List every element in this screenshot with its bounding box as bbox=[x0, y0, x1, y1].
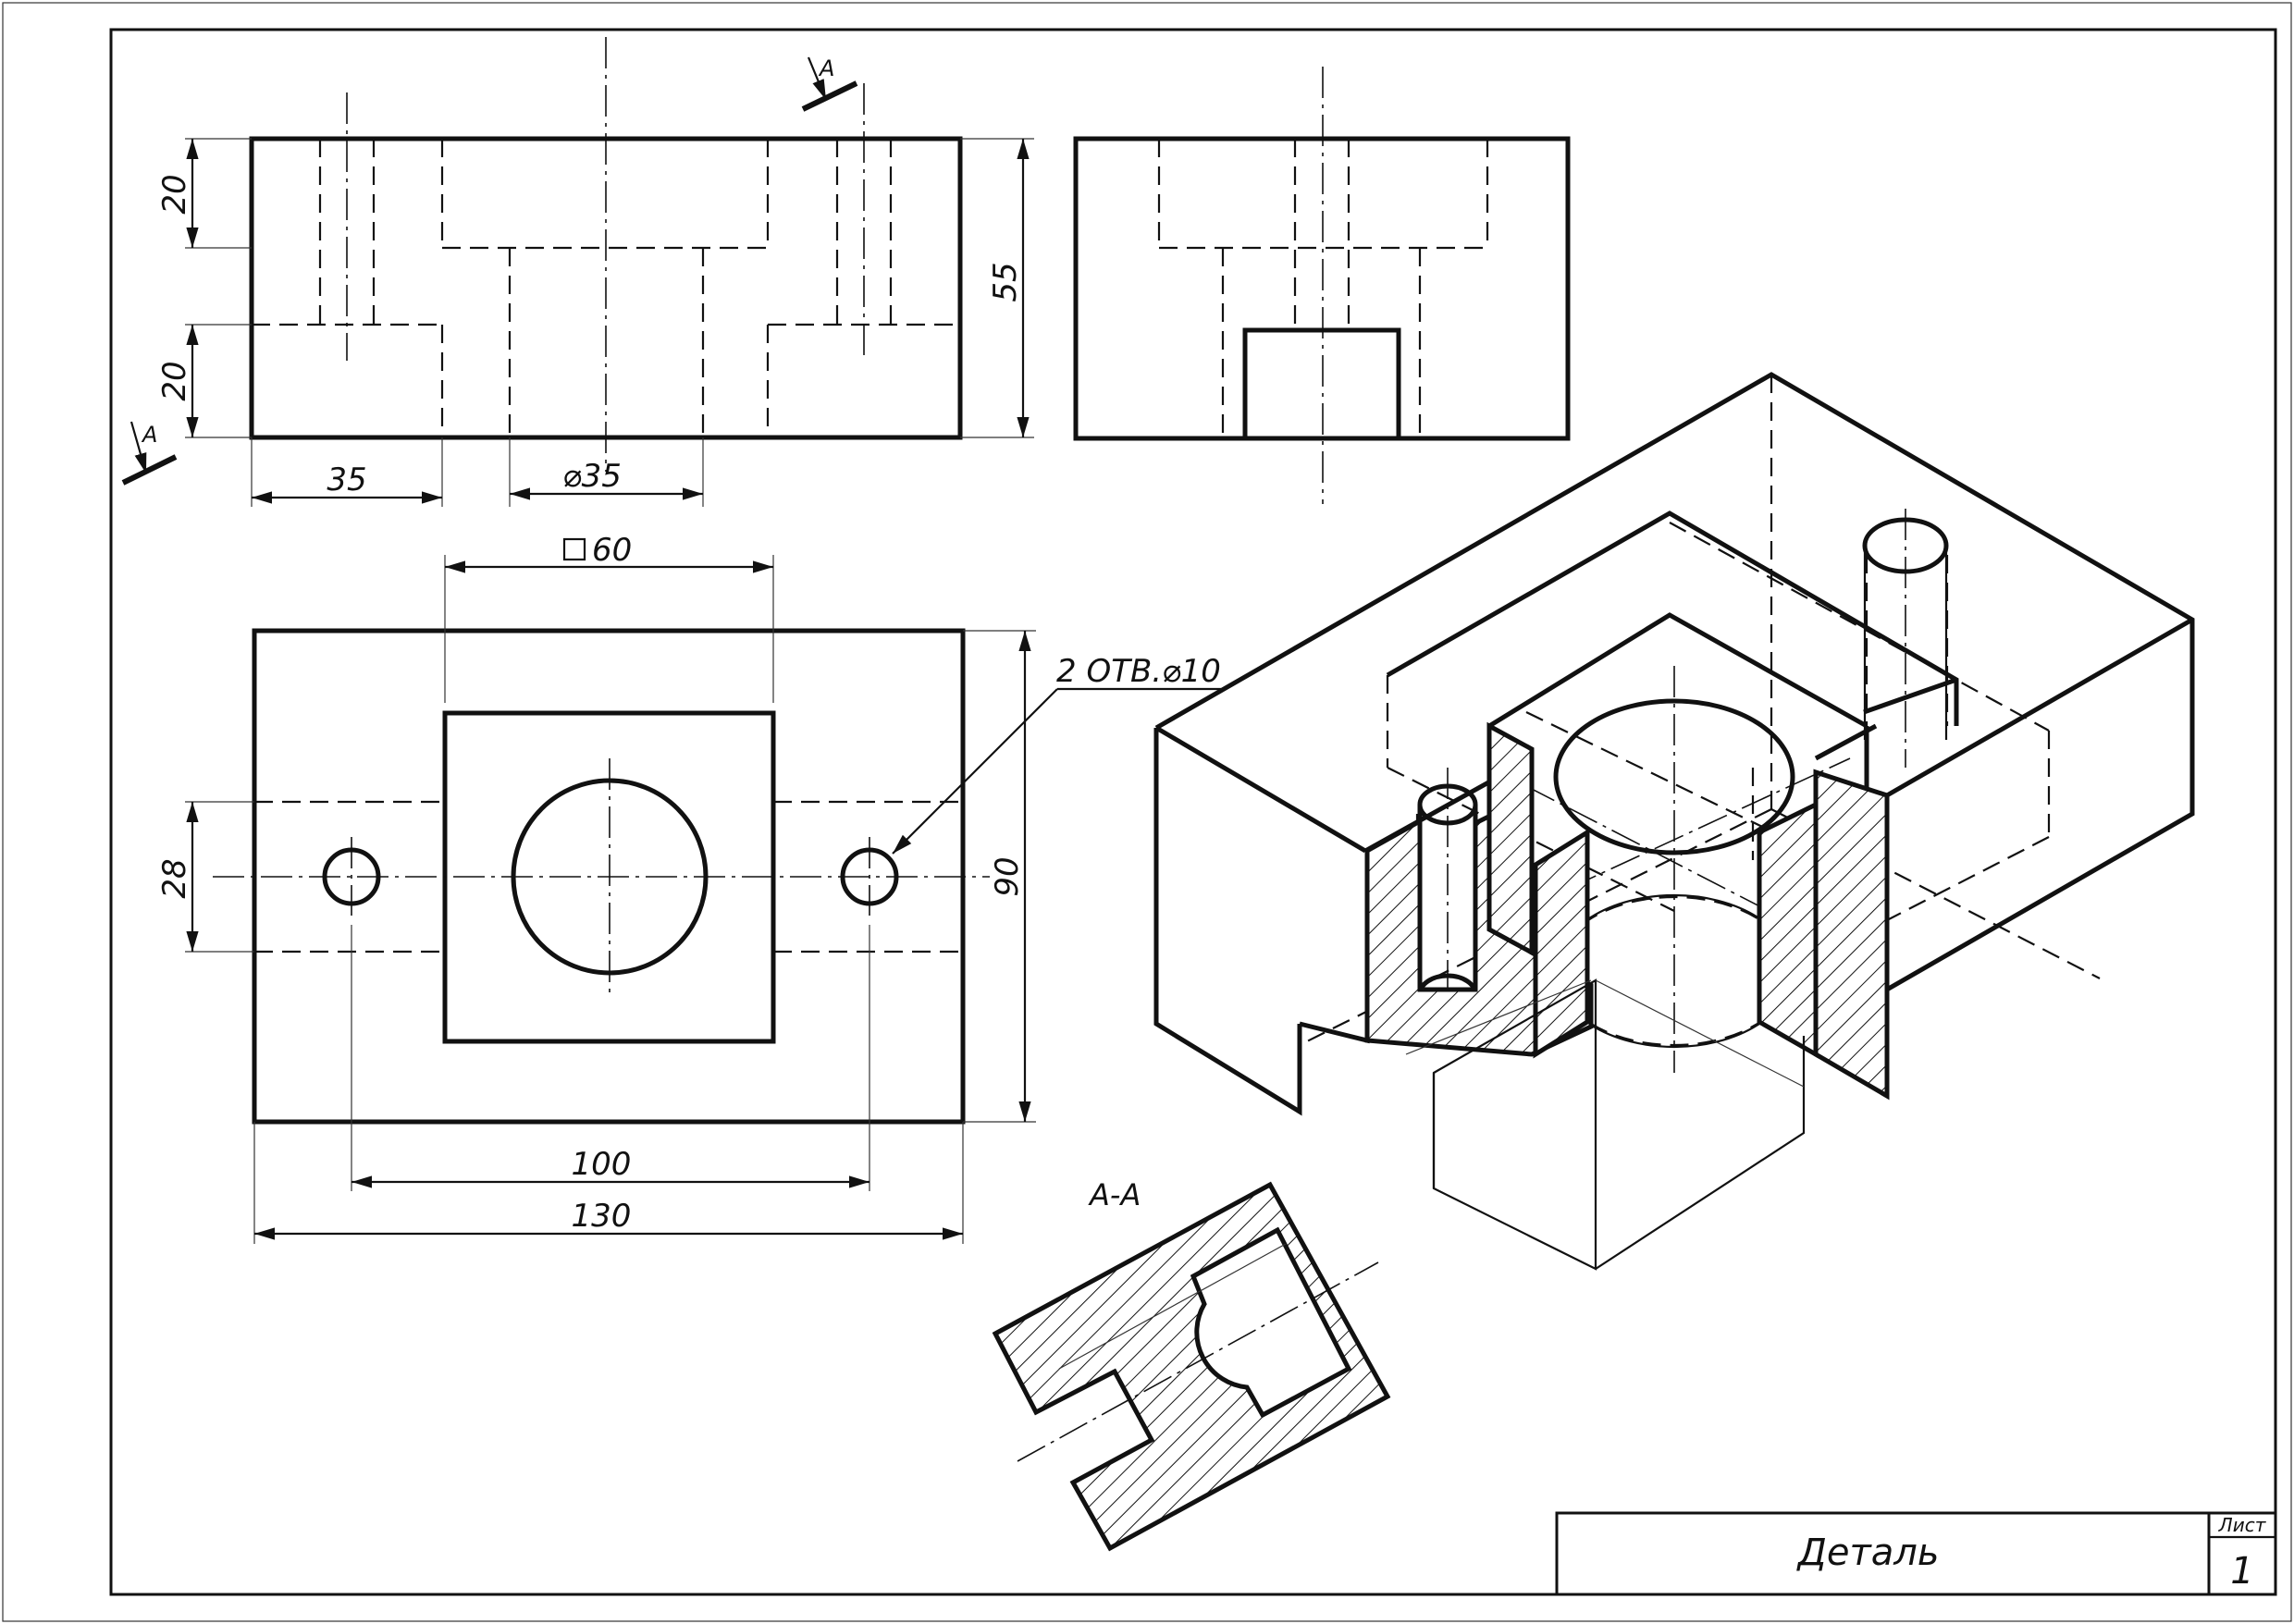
title-block: Деталь Лист 1 bbox=[1555, 1511, 2277, 1596]
dim-front-step-width: 35 bbox=[327, 461, 366, 498]
dim-plan-depth: 90 bbox=[989, 856, 1026, 896]
drawing-frame bbox=[109, 28, 2277, 1596]
dim-plan-hole-spacing-y: 28 bbox=[156, 858, 193, 898]
section-mark-lower: A bbox=[121, 421, 178, 486]
section-mark-upper: A bbox=[801, 55, 858, 112]
section-letter-upper: A bbox=[818, 55, 834, 81]
dim-plan-square: 60 bbox=[592, 532, 632, 569]
section-title: А-А bbox=[1088, 1177, 1141, 1212]
front-view-dimensions: 20 20 55 35 ⌀35 bbox=[156, 138, 1034, 507]
section-a-a: А-А bbox=[992, 1177, 1391, 1552]
title-block-name: Деталь bbox=[1796, 1532, 1940, 1574]
title-block-sheet-label: Лист bbox=[2218, 1514, 2267, 1536]
dim-plan-width: 130 bbox=[572, 1198, 632, 1235]
side-view bbox=[1073, 67, 1571, 504]
dim-plan-hole-spacing-x: 100 bbox=[572, 1146, 632, 1183]
section-letter-lower: A bbox=[141, 422, 157, 448]
dim-plan-hole-callout: 2 ОТВ.⌀10 bbox=[1056, 653, 1221, 690]
plan-view-dimensions: 60 28 90 100 130 2 ОТВ.⌀10 bbox=[156, 532, 1221, 1244]
front-view bbox=[249, 37, 963, 472]
square-symbol bbox=[562, 537, 586, 561]
dim-front-height: 55 bbox=[987, 262, 1024, 301]
dim-front-top-depth: 20 bbox=[156, 174, 193, 214]
dim-front-lower-depth: 20 bbox=[156, 361, 193, 400]
plan-view bbox=[213, 628, 990, 1125]
dim-front-bore-diameter: ⌀35 bbox=[562, 458, 622, 495]
title-block-sheet-number: 1 bbox=[2230, 1550, 2253, 1593]
isometric-view bbox=[1153, 372, 2195, 1271]
